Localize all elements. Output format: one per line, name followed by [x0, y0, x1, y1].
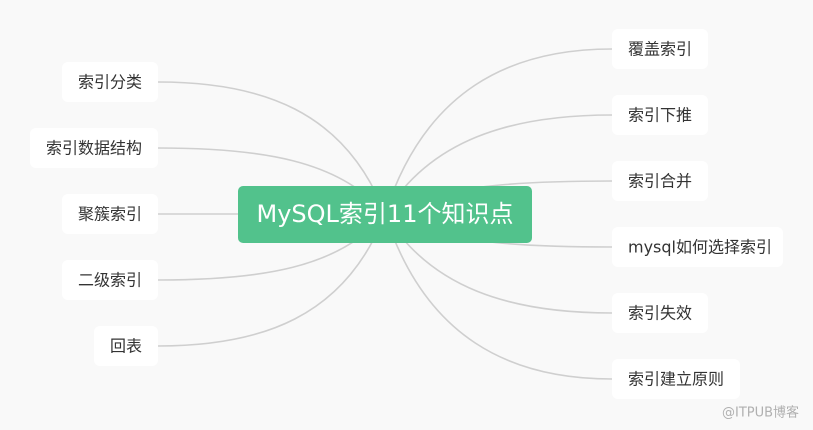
node-right-1-label: 覆盖索引	[628, 40, 692, 59]
node-right-6[interactable]: 索引建立原则	[612, 359, 740, 399]
node-left-3-label: 聚簇索引	[78, 205, 142, 224]
connector-left-1	[157, 81, 386, 215]
node-right-2[interactable]: 索引下推	[612, 95, 708, 135]
node-right-4[interactable]: mysql如何选择索引	[612, 227, 783, 267]
node-right-6-label: 索引建立原则	[628, 370, 724, 389]
node-right-4-label: mysql如何选择索引	[628, 238, 772, 257]
root-node-box	[238, 186, 532, 243]
node-left-5-box	[94, 326, 158, 366]
root-node-label: MySQL索引11个知识点	[257, 200, 514, 228]
node-right-3[interactable]: 索引合并	[612, 161, 708, 201]
node-left-3-box	[62, 194, 158, 234]
node-right-4-box	[612, 227, 783, 267]
node-right-3-box	[612, 161, 708, 201]
node-right-2-box	[612, 95, 708, 135]
node-left-1-label: 索引分类	[78, 73, 142, 92]
node-right-5[interactable]: 索引失效	[612, 293, 708, 333]
node-left-4-box	[62, 260, 158, 300]
node-right-3-label: 索引合并	[628, 172, 692, 191]
node-left-2[interactable]: 索引数据结构	[30, 128, 158, 168]
node-right-6-box	[612, 359, 740, 399]
node-left-2-label: 索引数据结构	[46, 139, 142, 158]
node-left-4-label: 二级索引	[78, 271, 142, 290]
node-right-5-label: 索引失效	[628, 304, 692, 323]
node-right-1-box	[612, 29, 708, 69]
watermark-text: @ITPUB博客	[722, 405, 799, 421]
node-left-5-label: 回表	[110, 337, 142, 356]
node-left-2-box	[30, 128, 158, 168]
node-left-5[interactable]: 回表	[94, 326, 158, 366]
node-left-1-box	[62, 62, 158, 102]
connector-left-5	[157, 213, 386, 347]
node-right-1[interactable]: 覆盖索引	[612, 29, 708, 69]
node-left-4[interactable]: 二级索引	[62, 260, 158, 300]
connector-right-1	[384, 48, 613, 215]
root-node[interactable]: MySQL索引11个知识点	[238, 186, 532, 243]
node-left-1[interactable]: 索引分类	[62, 62, 158, 102]
connector-right-6	[384, 213, 613, 380]
node-left-3[interactable]: 聚簇索引	[62, 194, 158, 234]
node-right-2-label: 索引下推	[628, 106, 692, 125]
node-right-5-box	[612, 293, 708, 333]
